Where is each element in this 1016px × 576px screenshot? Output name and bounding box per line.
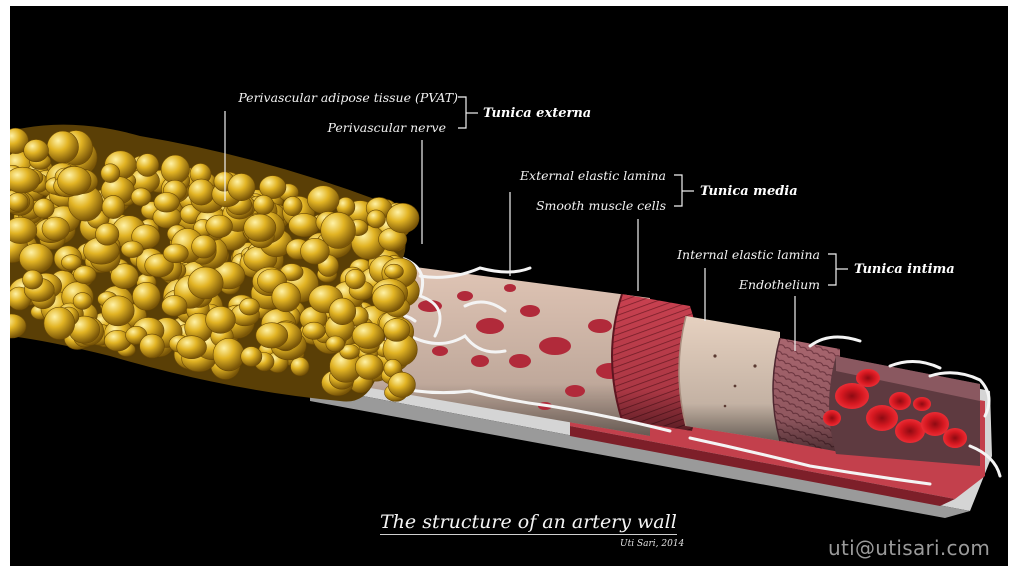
adipocyte bbox=[329, 298, 356, 325]
adipocyte bbox=[47, 131, 78, 163]
adipocyte bbox=[206, 215, 233, 237]
diagram-canvas: Perivascular adipose tissue (PVAT) Periv… bbox=[10, 6, 1008, 566]
adipocyte bbox=[228, 174, 255, 201]
adipocyte bbox=[388, 372, 415, 397]
adipocyte bbox=[192, 235, 217, 258]
adipocyte bbox=[367, 210, 386, 228]
adipocyte bbox=[256, 323, 288, 348]
adipocyte bbox=[307, 186, 339, 214]
adipocyte bbox=[188, 267, 223, 299]
label-pvat: Perivascular adipose tissue (PVAT) bbox=[140, 91, 458, 105]
adipocyte bbox=[384, 319, 410, 342]
adipocyte bbox=[33, 198, 54, 218]
adipocyte bbox=[10, 167, 40, 193]
adipocyte bbox=[10, 193, 28, 212]
adipocyte bbox=[177, 336, 207, 359]
adipocyte bbox=[206, 306, 236, 333]
adipocyte bbox=[345, 269, 365, 289]
adipocyte bbox=[96, 223, 119, 245]
adipocyte bbox=[19, 244, 53, 274]
adipocyte bbox=[289, 213, 320, 236]
adipocyte bbox=[161, 155, 189, 183]
adipocyte bbox=[121, 241, 143, 258]
label-smooth-muscle-cells: Smooth muscle cells bbox=[480, 199, 666, 213]
credit-text: Uti Sari, 2014 bbox=[620, 539, 684, 549]
adipocyte bbox=[244, 214, 276, 241]
adipocyte bbox=[101, 164, 120, 183]
adipocyte bbox=[385, 264, 404, 278]
adipocyte bbox=[58, 166, 92, 195]
adipocyte bbox=[321, 212, 356, 248]
label-tunica-media: Tunica media bbox=[700, 185, 798, 199]
adipocyte bbox=[326, 336, 345, 352]
adipocyte bbox=[102, 296, 135, 326]
label-tunica-externa: Tunica externa bbox=[483, 107, 591, 121]
label-external-elastic-lamina: External elastic lamina bbox=[460, 169, 666, 183]
adipose-tissue-pvat bbox=[10, 125, 419, 402]
adipocyte bbox=[213, 338, 244, 371]
adipocyte bbox=[73, 293, 92, 310]
label-tunica-intima: Tunica intima bbox=[854, 263, 955, 277]
intima-layer bbox=[679, 316, 780, 441]
adipocyte bbox=[272, 283, 301, 312]
adipocyte bbox=[386, 203, 419, 233]
adipocyte bbox=[136, 154, 159, 177]
adipocyte bbox=[188, 179, 214, 205]
adipocyte bbox=[23, 270, 43, 289]
adipocyte bbox=[283, 196, 302, 215]
adipocyte bbox=[154, 193, 179, 213]
adipocyte bbox=[303, 322, 326, 339]
label-endothelium: Endothelium bbox=[690, 278, 820, 292]
adipocyte bbox=[352, 323, 384, 349]
diagram-title: The structure of an artery wall bbox=[380, 511, 677, 535]
adipocyte bbox=[240, 298, 260, 315]
adipocyte bbox=[132, 282, 160, 310]
adipocyte bbox=[140, 334, 165, 358]
adipocyte bbox=[291, 357, 310, 376]
adipocyte bbox=[355, 354, 383, 379]
adipocyte bbox=[253, 195, 273, 214]
adipocyte bbox=[42, 217, 69, 241]
adipocyte bbox=[372, 284, 404, 312]
adipocyte bbox=[163, 244, 188, 263]
adipocyte bbox=[74, 266, 97, 284]
adipocyte bbox=[131, 188, 151, 206]
adipocyte bbox=[44, 307, 75, 339]
adipocyte bbox=[162, 295, 187, 316]
label-perivascular-nerve: Perivascular nerve bbox=[260, 121, 446, 135]
label-internal-elastic-lamina: Internal elastic lamina bbox=[610, 248, 820, 262]
adipocyte bbox=[102, 195, 125, 218]
artery-illustration bbox=[10, 6, 1008, 566]
adipocyte bbox=[241, 347, 262, 367]
adipocyte bbox=[24, 139, 49, 161]
watermark-text: uti@utisari.com bbox=[828, 536, 990, 560]
